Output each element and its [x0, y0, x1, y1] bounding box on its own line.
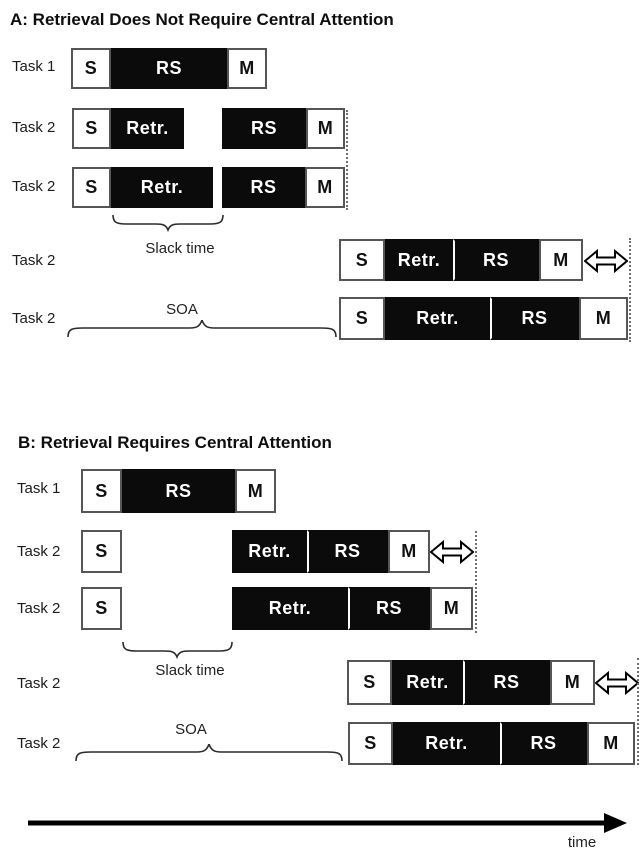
soa-brace [67, 320, 337, 338]
soa-brace [75, 744, 343, 762]
stage-box-rs: RS [463, 660, 550, 705]
alignment-dotted-line [629, 238, 631, 342]
stage-box-m: M [579, 297, 628, 340]
panel-a-title: A: Retrieval Does Not Require Central At… [10, 10, 394, 29]
slack-time-label: Slack time [145, 240, 215, 257]
soa-label: SOA [175, 721, 207, 738]
alignment-dotted-line [637, 658, 639, 765]
row-label-task2: Task 2 [12, 252, 56, 269]
stage-box-rs: RS [490, 297, 579, 340]
stage-box-m: M [539, 239, 583, 281]
stage-box-s: S [72, 108, 111, 149]
stage-box-rs: RS [122, 469, 235, 513]
row-label-task2: Task 2 [17, 735, 61, 752]
stage-box-rs: RS [453, 239, 539, 281]
rt-difference-arrow-icon [430, 539, 474, 565]
stage-box-rs: RS [222, 167, 305, 208]
stage-box-m: M [430, 587, 473, 630]
stage-box-s: S [81, 587, 122, 630]
slack-brace [112, 214, 224, 232]
stage-box-retr: Retr. [232, 587, 348, 630]
time-label: time [567, 834, 597, 850]
panel-b-title: B: Retrieval Requires Central Attention [18, 433, 332, 452]
stage-box-s: S [72, 167, 111, 208]
stage-box-retr: Retr. [392, 660, 463, 705]
row-label-task2: Task 2 [12, 119, 56, 136]
stage-box-m: M [587, 722, 635, 765]
row-label-task1: Task 1 [17, 480, 61, 497]
time-axis-arrow-icon [28, 813, 627, 833]
stage-box-rs: RS [307, 530, 388, 573]
stage-box-s: S [339, 297, 385, 340]
stage-box-retr: Retr. [111, 108, 184, 149]
stage-box-retr: Retr. [385, 297, 490, 340]
stage-box-s: S [71, 48, 111, 89]
stage-box-rs: RS [348, 587, 430, 630]
stage-box-m: M [305, 167, 345, 208]
rt-difference-arrow-icon [584, 248, 628, 274]
rt-difference-arrow-icon [595, 670, 639, 696]
stage-box-m: M [227, 48, 267, 89]
stage-box-s: S [339, 239, 385, 281]
alignment-dotted-line [475, 531, 477, 633]
stage-box-rs: RS [111, 48, 227, 89]
stage-box-s: S [348, 722, 393, 765]
stage-box-retr: Retr. [385, 239, 453, 281]
stage-box-m: M [306, 108, 345, 149]
soa-label: SOA [166, 301, 198, 318]
stage-box-rs: RS [222, 108, 306, 149]
stage-box-m: M [235, 469, 276, 513]
stage-box-m: M [550, 660, 595, 705]
row-label-task2: Task 2 [17, 543, 61, 560]
stage-box-retr: Retr. [111, 167, 213, 208]
stage-box-s: S [81, 530, 122, 573]
stage-box-retr: Retr. [393, 722, 500, 765]
slack-brace [122, 641, 233, 659]
row-label-task2: Task 2 [12, 178, 56, 195]
stage-box-rs: RS [500, 722, 587, 765]
row-label-task2: Task 2 [17, 675, 61, 692]
stage-box-s: S [347, 660, 392, 705]
row-label-task2: Task 2 [17, 600, 61, 617]
alignment-dotted-line [346, 110, 348, 210]
stage-box-retr: Retr. [232, 530, 307, 573]
stage-box-s: S [81, 469, 122, 513]
row-label-task2: Task 2 [12, 310, 56, 327]
row-label-task1: Task 1 [12, 58, 56, 75]
stage-box-m: M [388, 530, 430, 573]
slack-time-label: Slack time [155, 662, 225, 679]
